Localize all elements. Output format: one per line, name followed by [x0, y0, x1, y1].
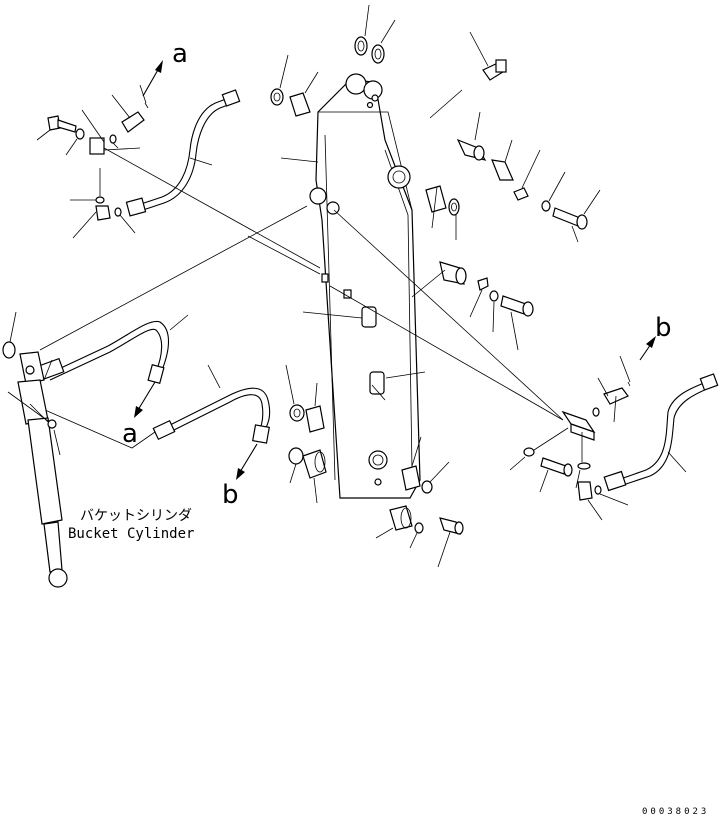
bucket-cylinder: [2, 311, 68, 588]
top-left-hose-group: [36, 60, 241, 239]
arm-side-boss: [309, 187, 327, 205]
callout-b-right: b: [655, 313, 672, 343]
arm-bottom-boss: [368, 450, 388, 470]
arm-clamp-upper: [361, 306, 377, 328]
top-right-fittings: [429, 31, 601, 243]
arm-assembly: [309, 73, 421, 499]
cylinder-label-jp: バケットシリンダ: [80, 508, 192, 524]
arm-clamp-lower: [369, 371, 385, 395]
middle-right-parts: [302, 185, 534, 401]
cylinder-label-en: Bucket Cylinder: [68, 526, 194, 542]
callout-a-top: a: [172, 39, 188, 69]
top-washers: [270, 4, 396, 163]
arm-top-boss: [345, 73, 367, 95]
left-hoses: [37, 314, 271, 480]
callout-b-left: b: [222, 480, 239, 510]
arm-body: [315, 79, 421, 499]
arm-pin-boss: [387, 165, 411, 189]
callout-a-left: a: [122, 419, 138, 449]
connection-lines: [39, 147, 564, 421]
lower-bushings: [285, 364, 464, 568]
right-hose-group: [509, 336, 719, 521]
drawing-code: 00038023: [642, 807, 709, 817]
